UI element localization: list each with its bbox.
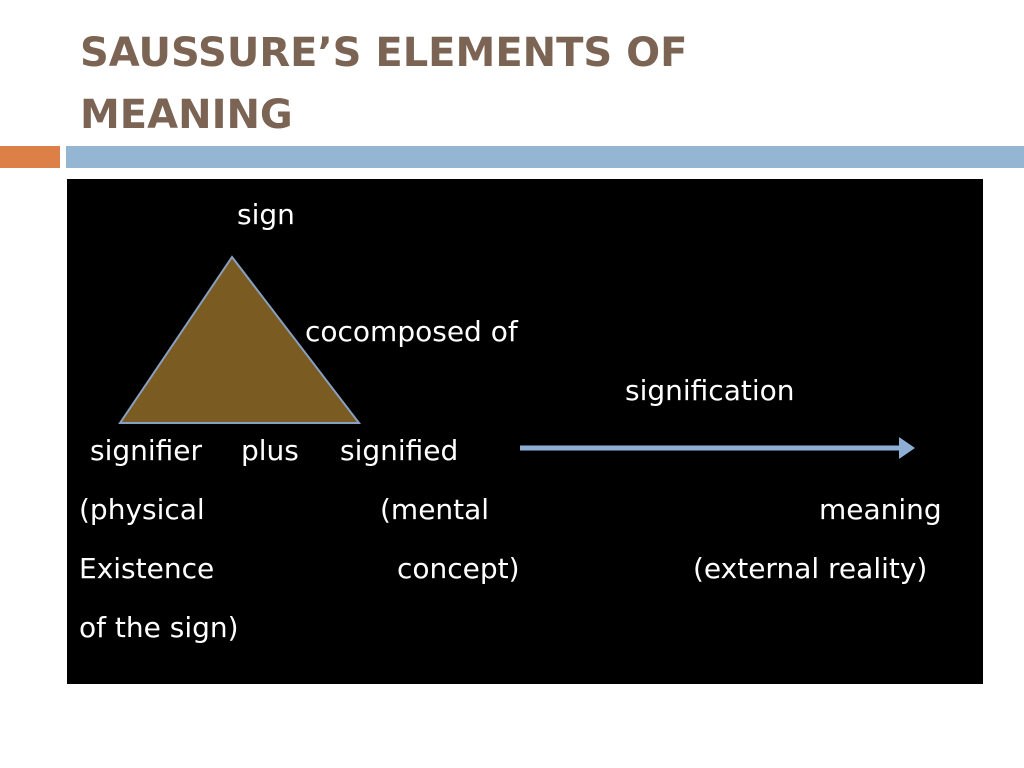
signification-arrow — [520, 437, 915, 459]
label-concept: concept) — [397, 552, 520, 585]
label-meaning: meaning — [819, 493, 942, 526]
label-plus: plus — [241, 434, 299, 467]
sign-triangle — [118, 255, 362, 424]
label-signified: signified — [340, 434, 459, 467]
label-mental: (mental — [380, 493, 490, 526]
label-physical: (physical — [79, 493, 205, 526]
accent-bar-blue — [66, 146, 1024, 168]
accent-bar-orange — [0, 146, 60, 168]
title-line-1: SAUSSURE’S ELEMENTS OF — [80, 30, 688, 76]
label-external-reality: (external reality) — [693, 552, 928, 585]
label-signification: signification — [625, 374, 795, 407]
content-panel: sign cocomposed of signification signifi… — [67, 179, 983, 684]
diagram-graphics — [118, 255, 915, 459]
slide-title: SAUSSURE’S ELEMENTS OF MEANING — [80, 22, 980, 146]
label-signifier: signifier — [90, 434, 203, 467]
label-existence: Existence — [79, 552, 215, 585]
label-sign: sign — [237, 198, 295, 231]
title-line-2: MEANING — [80, 92, 293, 138]
label-composed-of: cocomposed of — [305, 315, 518, 348]
arrow-head — [899, 437, 915, 459]
label-of-the-sign: of the sign) — [79, 611, 239, 644]
